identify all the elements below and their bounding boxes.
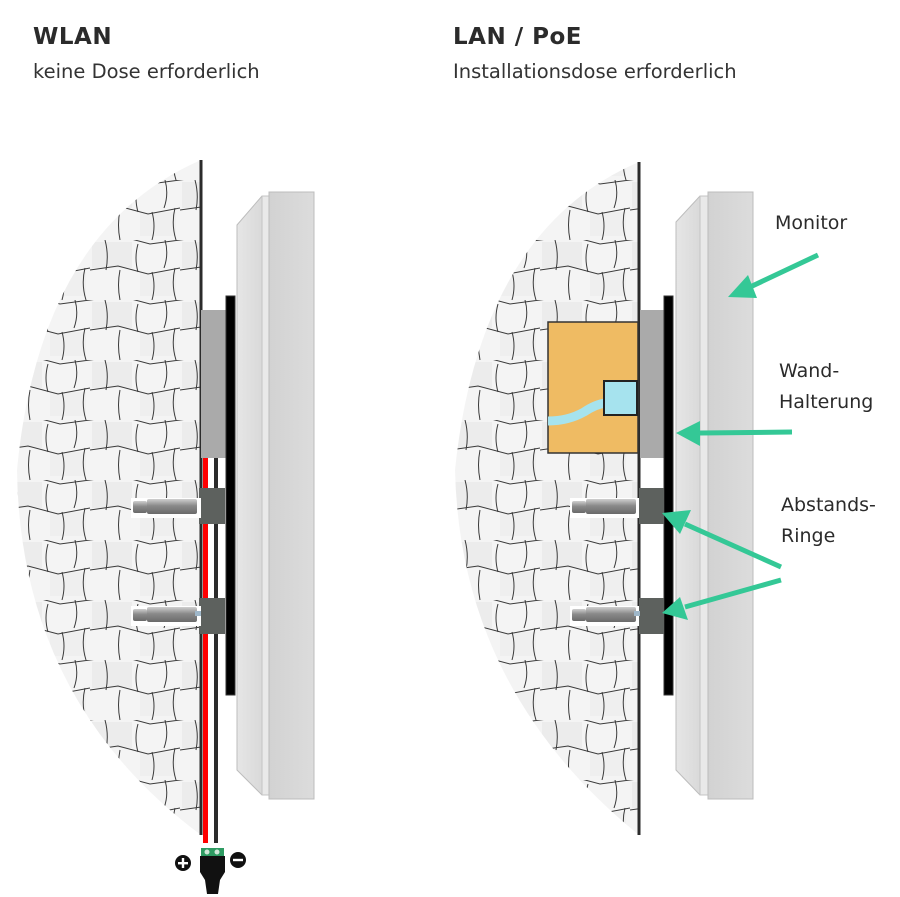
wlan-subtitle: keine Dose erforderlich	[33, 60, 260, 83]
plus-icon	[175, 855, 191, 871]
lan-panel	[455, 162, 820, 835]
wall-bracket	[201, 310, 226, 458]
spacer-ring	[199, 488, 225, 524]
wall-anchor	[570, 606, 640, 626]
wire-negative	[214, 458, 218, 843]
wall-mount-label-line1: Wand-	[779, 360, 840, 382]
wall-anchor	[131, 606, 201, 626]
wlan-panel	[17, 160, 315, 894]
monitor-label: Monitor	[775, 212, 848, 234]
power-wires	[203, 458, 218, 843]
installation-box	[547, 321, 639, 454]
spacer-label-line2: Ringe	[781, 525, 836, 547]
spacer-ring	[639, 488, 664, 524]
spacer-ring	[199, 598, 225, 634]
power-connector	[200, 848, 225, 894]
wall-section	[17, 160, 201, 835]
arrow-spacer-lower	[662, 577, 782, 620]
lan-title: LAN / PoE	[453, 24, 582, 50]
wall-anchor	[570, 498, 639, 518]
wall-mount-label-line2: Halterung	[779, 391, 874, 413]
wlan-title: WLAN	[33, 24, 113, 50]
lan-subtitle: Installationsdose erforderlich	[453, 60, 737, 83]
wall-anchor	[131, 498, 201, 518]
arrow-monitor	[728, 252, 820, 298]
arrow-wall-mount	[676, 421, 793, 446]
arrow-spacer-upper	[662, 510, 783, 570]
network-cable	[547, 398, 607, 426]
mount-plate	[225, 295, 236, 696]
monitor	[236, 191, 315, 800]
spacer-label-line1: Abstands-	[781, 494, 876, 516]
wall-bracket	[640, 310, 664, 458]
mount-plate	[663, 295, 674, 696]
spacer-ring	[639, 598, 664, 634]
minus-icon	[230, 852, 246, 868]
network-socket	[603, 380, 638, 416]
wire-positive	[203, 458, 208, 843]
